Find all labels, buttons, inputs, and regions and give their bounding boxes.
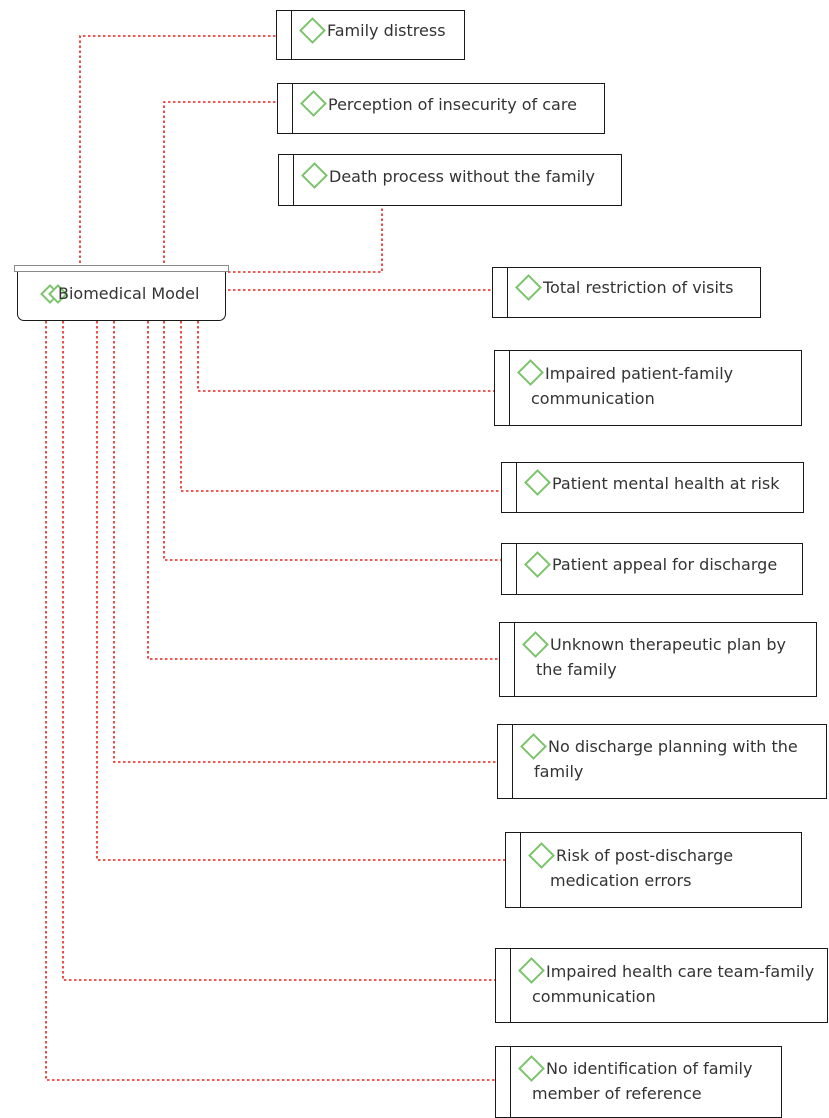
node-no-identification[interactable]: No identification of family member of re… [495, 1046, 782, 1118]
node-label-line-1: Impaired patient-family [545, 364, 734, 383]
diamond-icon [522, 631, 549, 658]
diamond-icon [528, 842, 555, 869]
node-label-line-2: member of reference [532, 1084, 702, 1103]
link-no-identification [45, 321, 495, 1081]
link-no-discharge-planning [113, 321, 497, 763]
node-label: Patient mental health at risk [552, 474, 780, 493]
node-death-process[interactable]: Death process without the family [278, 154, 622, 206]
link-patient-appeal [163, 321, 501, 561]
node-label-line-1: No discharge planning with the [548, 737, 798, 756]
node-side-bar [495, 351, 510, 425]
node-family-distress[interactable]: Family distress [276, 10, 465, 60]
node-label-line-1: No identification of family [546, 1059, 753, 1078]
node-label: Total restriction of visits [543, 278, 734, 297]
node-side-bar [279, 155, 294, 205]
node-risk-medication[interactable]: Risk of post-discharge medication errors [505, 832, 802, 908]
diamond-icon [515, 274, 542, 301]
node-side-bar [506, 833, 521, 907]
diamond-icon [518, 957, 545, 984]
node-label-line-2: communication [531, 389, 655, 408]
link-death-process [228, 206, 383, 273]
node-label: Patient appeal for discharge [552, 555, 778, 574]
node-impaired-patient-family[interactable]: Impaired patient-family communication [494, 350, 802, 426]
node-unknown-plan[interactable]: Unknown therapeutic plan by the family [499, 622, 817, 697]
node-no-discharge-planning[interactable]: No discharge planning with the family [497, 724, 827, 799]
diamond-icon [524, 551, 551, 578]
link-family-distress [79, 35, 276, 268]
node-label-line-1: Risk of post-discharge [556, 846, 734, 865]
link-impaired-patient-family [197, 321, 494, 392]
node-side-bar [278, 84, 293, 133]
node-patient-mental-health[interactable]: Patient mental health at risk [501, 462, 804, 513]
node-side-bar [500, 623, 515, 696]
node-side-bar [496, 949, 511, 1022]
node-label: Perception of insecurity of care [328, 95, 577, 114]
diamond-icon [520, 733, 547, 760]
link-impaired-team-family [62, 321, 495, 981]
link-unknown-plan [147, 321, 499, 660]
link-perception-insecurity [163, 101, 277, 268]
node-label-line-1: Unknown therapeutic plan by [550, 635, 786, 654]
node-label-line-2: communication [532, 987, 656, 1006]
node-label: Family distress [327, 21, 446, 40]
node-side-bar [502, 463, 517, 512]
node-side-bar [277, 11, 292, 59]
node-side-bar [493, 268, 508, 317]
root-node-label: Biomedical Model [58, 284, 200, 303]
link-patient-mental-health [180, 321, 501, 492]
root-node-biomedical-model[interactable]: Biomedical Model [14, 265, 229, 321]
node-label-line-2: family [534, 762, 584, 781]
node-label-line-2: medication errors [550, 871, 692, 890]
node-side-bar [502, 544, 517, 594]
diamond-icon [517, 359, 544, 386]
node-label: Death process without the family [329, 167, 595, 186]
node-total-restriction[interactable]: Total restriction of visits [492, 267, 761, 318]
diamond-icon [524, 469, 551, 496]
diamond-icon [299, 17, 326, 44]
root-node-header-bar [14, 265, 229, 272]
node-label-line-2: the family [536, 660, 617, 679]
diamond-icon [301, 162, 328, 189]
node-patient-appeal[interactable]: Patient appeal for discharge [501, 543, 803, 595]
diamond-icon [518, 1055, 545, 1082]
diamond-icon [300, 90, 327, 117]
node-perception-insecurity[interactable]: Perception of insecurity of care [277, 83, 605, 134]
node-side-bar [496, 1047, 511, 1117]
link-risk-medication [96, 321, 505, 861]
node-impaired-team-family[interactable]: Impaired health care team-family communi… [495, 948, 828, 1023]
node-side-bar [498, 725, 513, 798]
node-label-line-1: Impaired health care team-family [546, 962, 815, 981]
